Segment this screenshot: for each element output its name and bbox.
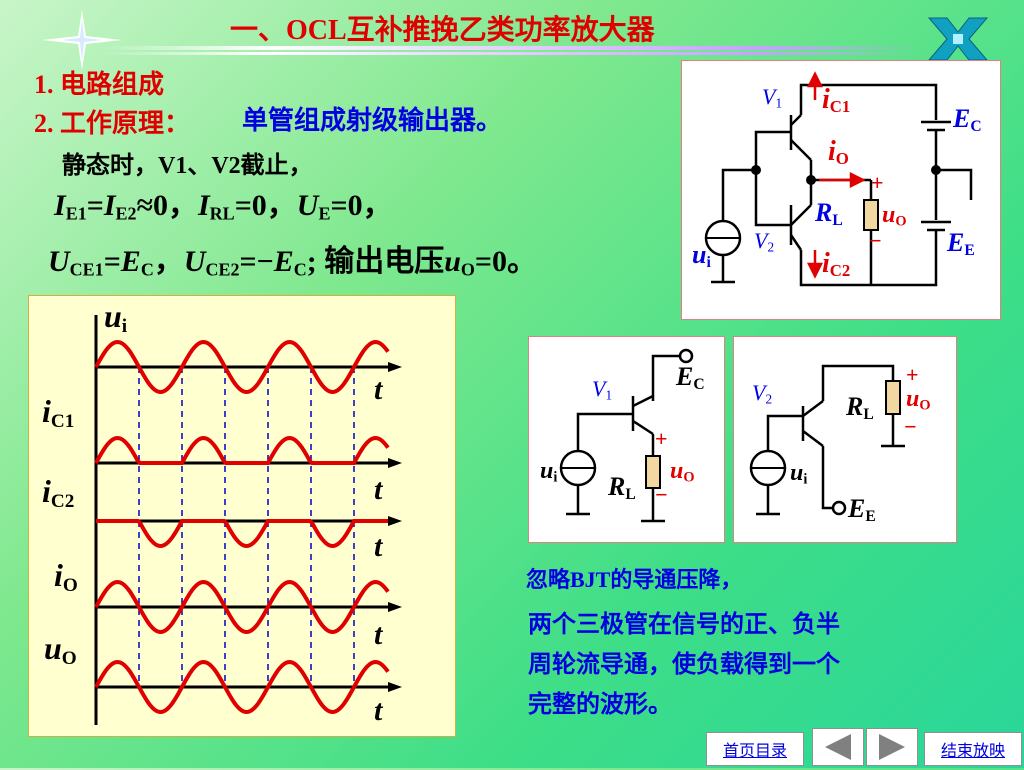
next-arrow-icon [879,734,905,760]
home-toc-link[interactable]: 首页目录 [722,741,787,760]
main-label-uO: uO [882,202,907,230]
v2-label-ui: ui [790,460,808,488]
main-label-plus: + [871,170,884,195]
wave-uO [94,659,390,715]
wave-t-label-1: t [374,373,383,406]
prev-arrow-icon [825,734,851,760]
v1-label-minus: − [655,482,668,507]
wave-axis-arrow [388,362,402,372]
wave-axis-arrow [388,682,402,692]
home-toc-button[interactable]: 首页目录 [706,732,804,766]
note-line-4: 完整的波形。 [528,692,672,718]
main-circuit-panel [681,60,1001,320]
exit-icon[interactable] [925,14,991,64]
wave-iO [94,579,390,635]
v2-label-V2: V2 [752,380,773,407]
main-label-iC1: iC1 [822,84,851,117]
note-line-2: 两个三极管在信号的正、负半 [528,612,840,638]
end-show-button[interactable]: 结束放映 [924,732,1022,766]
wave-label-uO: uO [44,630,77,669]
main-label-RL: RL [815,198,843,229]
main-label-minus: − [869,228,882,253]
next-slide-button[interactable] [866,728,918,766]
wave-label-ui: ui [104,298,128,337]
main-label-V1: V1 [762,84,783,111]
wave-axis-arrow [388,602,402,612]
main-label-EE: EE [947,228,975,259]
waveform-panel [28,295,456,737]
wave-iC2 [96,519,388,549]
v1-label-ui: ui [540,458,558,486]
end-show-link[interactable]: 结束放映 [940,741,1005,760]
v2-circuit-diagram [749,364,905,516]
wave-iC1 [94,435,390,465]
equation-voltages: UCE1=EC，UCE2=−EC; 输出电压uO=0。 [48,245,538,280]
v1-label-EC: EC [676,362,705,393]
v2-label-minus: − [904,414,917,439]
outline-item-1: 1. 电路组成 [34,70,165,99]
main-label-ui: ui [692,240,711,271]
v1-circuit-diagram [559,348,694,523]
static-state-line: 静态时，V1、V2截止， [62,153,313,179]
wave-axis-arrow [388,516,402,526]
title-underline [100,46,920,50]
v2-label-uO: uO [906,386,931,414]
v1-label-RL: RL [608,472,636,503]
wave-t-label-4: t [374,618,383,651]
v2-label-RL: RL [846,392,874,423]
wave-t-label-3: t [374,530,383,563]
v1-label-plus: + [655,426,668,451]
star-logo-icon [42,10,122,70]
main-label-iC2: iC2 [822,248,851,281]
page-title: 一、OCL互补推挽乙类功率放大器 [230,15,655,46]
wave-label-iC2: iC2 [42,473,75,512]
wave-axis-arrow [388,458,402,468]
prev-slide-button[interactable] [812,728,864,766]
v1-circuit-panel [528,336,725,543]
main-label-EC: EC [953,104,982,135]
main-label-V2: V2 [754,228,775,255]
title-underline-2 [100,52,920,55]
main-label-iO: iO [828,136,849,169]
note-line-1: 忽略BJT的导通压降， [526,567,743,592]
equation-currents: IE1=IE2≈0，IRL=0，UE=0， [54,189,393,224]
v1-label-uO: uO [670,458,695,486]
outline-item-2: 2. 工作原理： [34,109,191,138]
wave-ui [94,339,390,395]
wave-label-iO: iO [54,557,78,596]
waveform-plot [94,315,402,725]
v2-label-EE: EE [848,494,876,525]
v1-label-V1: V1 [592,376,613,403]
outline-item-2-note: 单管组成射级输出器。 [242,106,503,135]
wave-t-label-5: t [374,694,383,727]
wave-label-iC1: iC1 [42,393,75,432]
v2-label-plus: + [906,362,919,387]
wave-t-label-2: t [374,473,383,506]
main-circuit-diagram [704,71,973,287]
note-line-3: 周轮流导通，使负载得到一个 [528,652,840,678]
